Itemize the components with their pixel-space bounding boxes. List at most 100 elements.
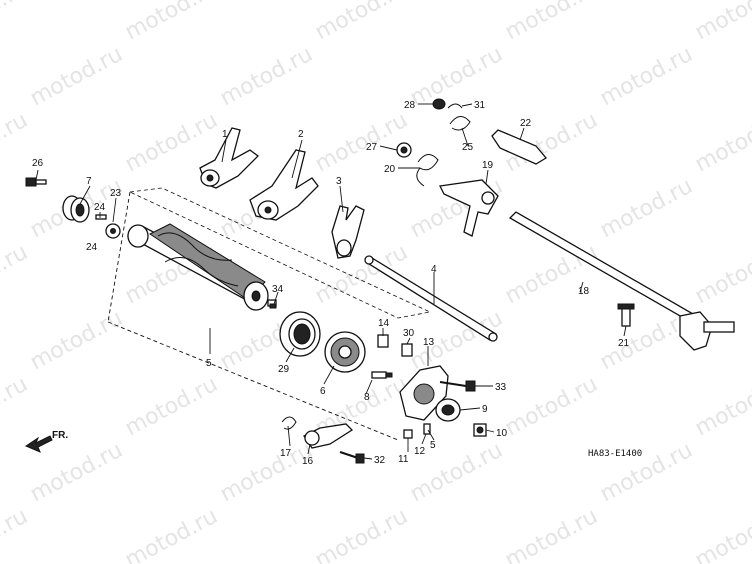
callout-34: 34 [272, 284, 284, 295]
callout-2: 2 [298, 129, 304, 140]
part-18-gearshift-spindle [508, 211, 735, 351]
part-2-shift-fork [249, 149, 319, 221]
part-21-pin [617, 303, 635, 327]
callout-17: 17 [280, 448, 292, 459]
callout-18: 18 [578, 286, 590, 297]
callout-32: 32 [374, 455, 386, 466]
leader-lines [35, 103, 627, 460]
callout-29: 29 [278, 364, 290, 375]
watermark-text: motod.ru [691, 504, 752, 564]
callout-4: 4 [431, 264, 437, 275]
callout-24-upper: 24 [94, 202, 106, 213]
callout-5-drum: 5 [206, 358, 212, 369]
part-28-washer [432, 98, 446, 110]
part-4-fork-shaft [364, 255, 498, 342]
watermark-text: motod.ru [121, 372, 222, 441]
drum-group-outline [128, 187, 432, 319]
part-12-pin [423, 423, 431, 435]
part-11-pin [403, 429, 413, 439]
watermark-text: motod.ru [311, 0, 412, 45]
callout-6: 6 [320, 386, 326, 397]
watermark-text: motod.ru [406, 42, 507, 111]
callout-1: 1 [222, 129, 228, 140]
part-34-pin [269, 303, 277, 309]
part-5-shift-drum [126, 223, 277, 311]
part-25-spring [449, 116, 471, 131]
callout-23: 23 [110, 188, 122, 199]
watermark-text: motod.ru [501, 0, 602, 45]
part-8-pin [371, 371, 393, 379]
watermark-text: motod.ru [26, 438, 127, 507]
part-10-nut [473, 423, 487, 437]
part-7-collar [62, 195, 90, 223]
callout-labels: 1 2 3 4 5 5 6 7 8 9 10 11 12 13 14 16 17… [32, 100, 630, 467]
part-32-bolt [339, 451, 365, 464]
part-24-pin [95, 214, 107, 220]
callout-13: 13 [423, 337, 435, 348]
callout-31: 31 [474, 100, 486, 111]
part-23-pin [105, 223, 121, 239]
callout-28: 28 [404, 100, 416, 111]
callout-16: 16 [302, 456, 314, 467]
watermark-text: motod.ru [26, 306, 127, 375]
watermark-text: motod.ru [0, 504, 32, 564]
callout-30: 30 [403, 328, 415, 339]
part-6-drum-cam [324, 331, 366, 373]
part-19-shift-arm [439, 179, 499, 237]
callout-12: 12 [414, 446, 426, 457]
callout-3: 3 [336, 176, 342, 187]
part-14-dowel [377, 334, 389, 348]
callout-19: 19 [482, 160, 494, 171]
callout-25: 25 [462, 142, 474, 153]
front-direction-arrow: FR. [24, 430, 68, 453]
callout-7: 7 [86, 176, 92, 187]
watermark-text: motod.ru [311, 108, 412, 177]
part-27-washer [396, 142, 412, 158]
part-29-bearing [279, 311, 321, 357]
callout-5-pin: 5 [430, 440, 436, 451]
part-20-spring [416, 154, 439, 187]
watermark-text: motod.ru [216, 42, 317, 111]
watermark-text: motod.ru [596, 42, 697, 111]
part-30-dowel [401, 343, 413, 357]
front-arrow-label: FR. [52, 430, 68, 441]
part-31-clip [447, 103, 463, 109]
callout-33: 33 [495, 382, 507, 393]
watermark-text: motod.ru [501, 504, 602, 564]
watermark-text: motod.ru [121, 504, 222, 564]
callout-9: 9 [482, 404, 488, 415]
watermark-text: motod.ru [691, 0, 752, 45]
watermark-text: motod.ru [0, 108, 32, 177]
callout-14: 14 [378, 318, 390, 329]
callout-27: 27 [366, 142, 378, 153]
callout-26: 26 [32, 158, 44, 169]
watermark-text: motod.ru [121, 0, 222, 45]
watermark-text: motod.ru [0, 240, 32, 309]
callout-20: 20 [384, 164, 396, 175]
watermark-text: motod.ru [691, 240, 752, 309]
watermark-text: motod.ru [691, 108, 752, 177]
part-17-spring [281, 416, 297, 430]
watermark-text: motod.ru [0, 0, 32, 45]
callout-24-lower: 24 [86, 242, 98, 253]
watermark-text: motod.ru [596, 174, 697, 243]
watermark-text: motod.ru [501, 372, 602, 441]
callout-8: 8 [364, 392, 370, 403]
watermark-text: motod.ru [216, 438, 317, 507]
part-16-stopper-arm [303, 423, 354, 449]
diagram-code: HA83-E1400 [588, 449, 642, 459]
callout-10: 10 [496, 428, 508, 439]
part-26-bolt [25, 177, 47, 187]
part-3-shift-fork [331, 205, 365, 259]
watermark-text: motod.ru [0, 372, 32, 441]
watermark-text: motod.ru [311, 504, 412, 564]
part-22-guide [491, 129, 547, 165]
callout-22: 22 [520, 118, 532, 129]
watermark-text: motod.ru [501, 240, 602, 309]
part-9-stopper [435, 398, 461, 422]
callout-21: 21 [618, 338, 630, 349]
watermark-text: motod.ru [691, 372, 752, 441]
